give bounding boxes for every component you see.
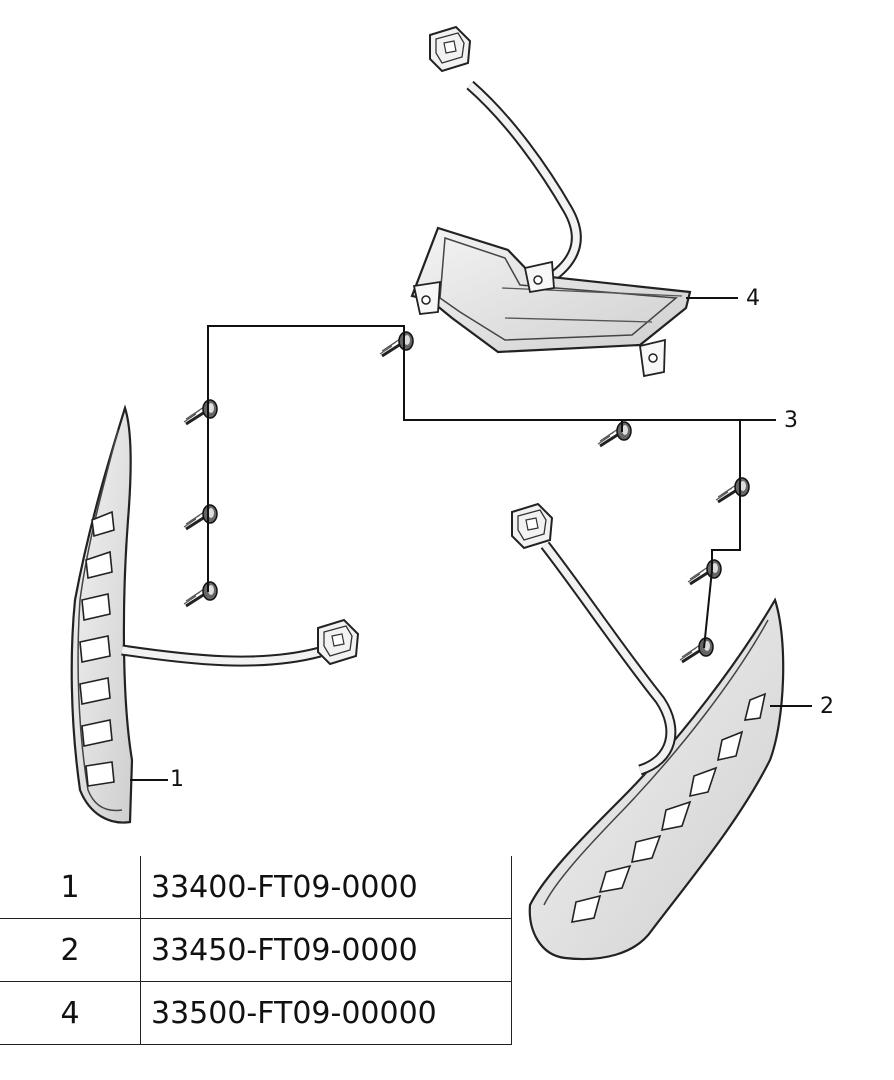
part-1-lamp [70, 404, 359, 824]
part-number-cell: 2 [0, 918, 141, 982]
table-row: 2 33450-FT09-0000 [0, 918, 512, 982]
table-row: 4 33500-FT09-00000 [0, 981, 512, 1045]
part-number-cell: 1 [0, 856, 141, 919]
callout-1: 1 [170, 767, 184, 792]
table-row: 1 33400-FT09-0000 [0, 856, 512, 919]
part-code-cell: 33450-FT09-0000 [140, 918, 512, 982]
part-4-lamp [410, 26, 692, 378]
leader-lines [130, 297, 812, 781]
part-code-cell: 33400-FT09-0000 [140, 856, 512, 919]
part-2-lamp [511, 503, 785, 961]
callout-3: 3 [784, 408, 798, 433]
callout-2: 2 [820, 694, 834, 719]
part-number-cell: 4 [0, 981, 141, 1045]
part-code-cell: 33500-FT09-00000 [140, 981, 512, 1045]
part-3-screws [182, 330, 751, 664]
callout-4: 4 [746, 286, 760, 311]
parts-table: 1 33400-FT09-0000 2 33450-FT09-0000 4 33… [0, 856, 512, 1045]
